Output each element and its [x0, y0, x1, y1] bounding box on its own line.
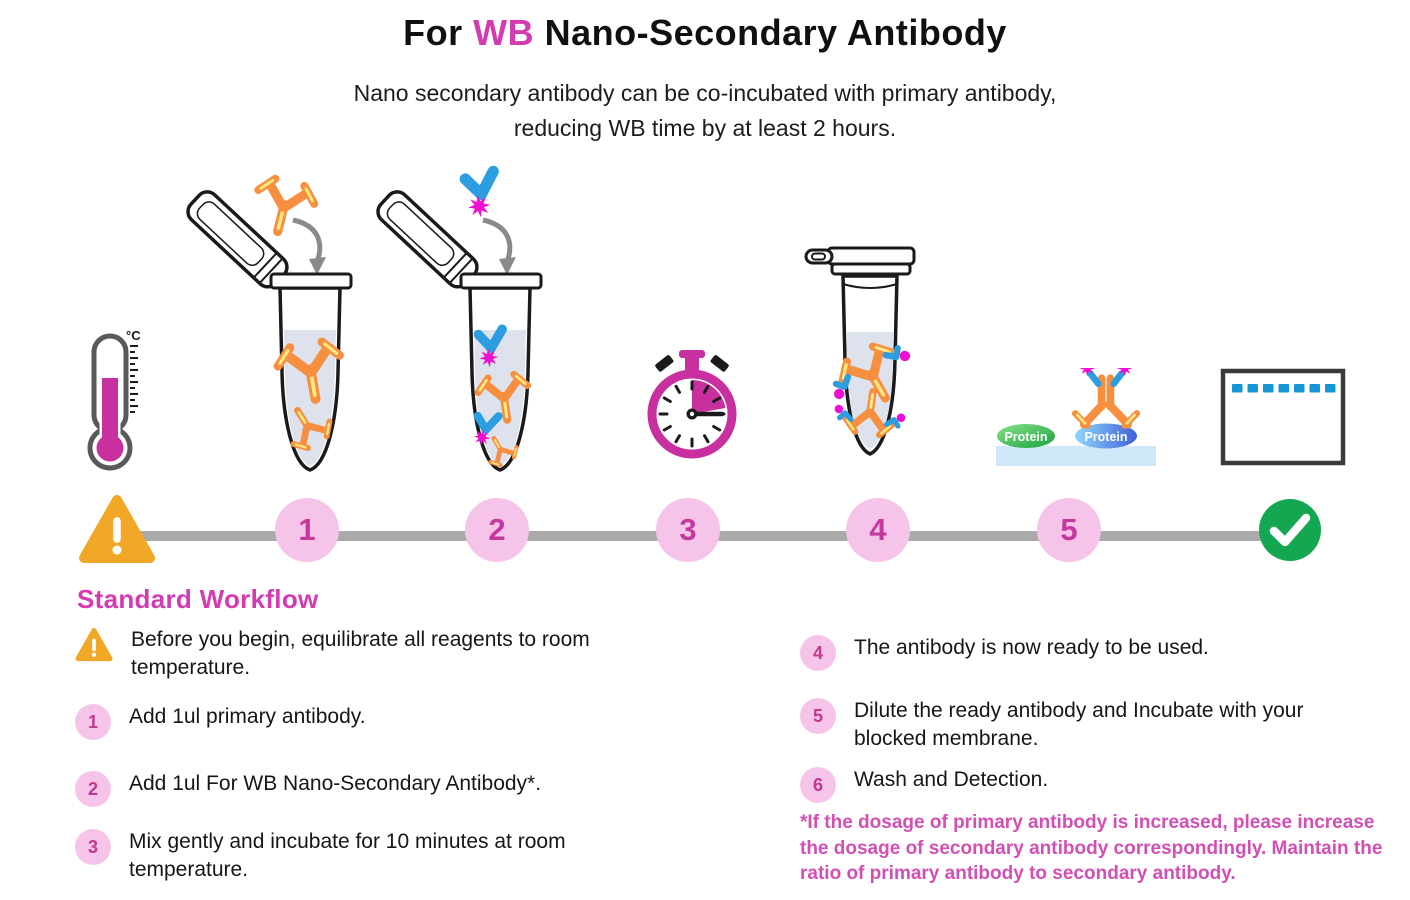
celsius-label: °C	[126, 328, 141, 343]
step-4-badge: 4	[800, 635, 836, 671]
title-suffix: Nano-Secondary Antibody	[534, 12, 1007, 53]
warning-icon	[78, 494, 156, 566]
title-prefix: For	[403, 12, 474, 53]
tube-nano-secondary-icon	[376, 162, 543, 472]
timeline-step-3-label: 3	[679, 512, 697, 547]
timer-icon	[647, 350, 737, 459]
protein-green	[997, 424, 1055, 448]
step-2-text: Add 1ul For WB Nano-Secondary Antibody*.	[129, 772, 542, 795]
membrane-proteins-icon: Protein Protein	[996, 368, 1156, 466]
drop-in-arrow	[482, 217, 513, 263]
timeline-step-5: 5	[1037, 498, 1101, 562]
timeline-step-1: 1	[275, 498, 339, 562]
workflow-pre-step: Before you begin, equilibrate all reagen…	[75, 626, 611, 682]
step-3-text: Mix gently and incubate for 10 minutes a…	[129, 830, 566, 882]
title-highlight: WB	[473, 12, 535, 53]
step-2-badge: 2	[75, 771, 111, 807]
protein-right-label: Protein	[1084, 430, 1127, 444]
subtitle: Nano secondary antibody can be co-incuba…	[0, 76, 1410, 145]
blot-result-icon	[1220, 368, 1346, 466]
timeline-step-4-label: 4	[869, 512, 887, 547]
workflow-step-6: 6 Wash and Detection.	[800, 766, 1354, 803]
workflow-step-5: 5 Dilute the ready antibody and Incubate…	[800, 697, 1319, 753]
workflow-step-3: 3 Mix gently and incubate for 10 minutes…	[75, 828, 629, 884]
pre-step-text: Before you begin, equilibrate all reagen…	[131, 628, 590, 680]
timeline-step-3: 3	[656, 498, 720, 562]
tube-primary-antibody-icon	[186, 162, 353, 472]
protein-blue	[1075, 423, 1137, 449]
step-1-badge: 1	[75, 704, 111, 740]
workflow-step-2: 2 Add 1ul For WB Nano-Secondary Antibody…	[75, 770, 629, 807]
workflow-step-4: 4 The antibody is now ready to be used.	[800, 634, 1354, 671]
dosage-footnote: *If the dosage of primary antibody is in…	[800, 812, 1383, 885]
protein-left-label: Protein	[1004, 430, 1047, 444]
step-3-badge: 3	[75, 829, 111, 865]
timeline-step-2-label: 2	[488, 512, 506, 547]
workflow-step-1: 1 Add 1ul primary antibody.	[75, 703, 629, 740]
check-icon	[1259, 499, 1321, 561]
subtitle-line2: reducing WB time by at least 2 hours.	[513, 114, 897, 141]
primary-antibody-icon	[250, 175, 318, 238]
timeline-step-4: 4	[846, 498, 910, 562]
step-5-text: Dilute the ready antibody and Incubate w…	[854, 699, 1304, 751]
timeline-step-2: 2	[465, 498, 529, 562]
tube-open-cap	[186, 190, 289, 289]
bound-antibody-icon	[1075, 368, 1137, 426]
drop-in-arrow	[292, 217, 323, 263]
step-1-text: Add 1ul primary antibody.	[129, 705, 366, 728]
thermometer-icon: °C	[87, 328, 141, 471]
nanobody-icon	[464, 171, 500, 218]
step-4-text: The antibody is now ready to be used.	[854, 636, 1209, 659]
warning-icon	[75, 627, 113, 663]
membrane-strip	[996, 446, 1156, 466]
workflow-heading: Standard Workflow	[77, 584, 319, 614]
tube-ready-antibody-icon	[804, 246, 928, 456]
step-5-badge: 5	[800, 698, 836, 734]
timeline-step-1-label: 1	[298, 512, 316, 547]
page-title: For WB Nano-Secondary Antibody	[0, 12, 1410, 54]
timeline-step-5-label: 5	[1060, 512, 1078, 547]
subtitle-line1: Nano secondary antibody can be co-incuba…	[353, 80, 1057, 106]
blot-bands	[1232, 384, 1336, 393]
step-6-badge: 6	[800, 767, 836, 803]
step-6-text: Wash and Detection.	[854, 768, 1049, 791]
